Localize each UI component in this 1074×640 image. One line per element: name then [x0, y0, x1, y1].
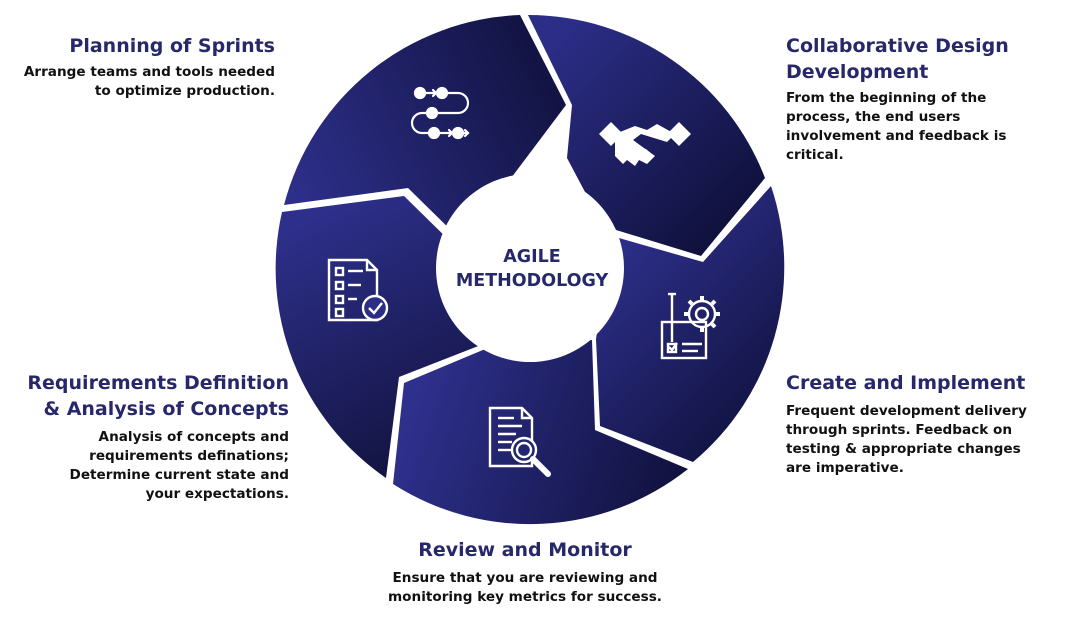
stage-title-line: Collaborative Design: [786, 35, 1009, 57]
stage-description-line: involvement and feedback is: [786, 128, 1007, 144]
stage-description-line: Analysis of concepts and: [98, 429, 289, 445]
stage-description-line: monitoring key metrics for success.: [388, 589, 662, 605]
stage-description-line: Ensure that you are reviewing and: [392, 570, 658, 586]
stage-design: Collaborative Design Development From th…: [786, 33, 1009, 165]
gear-blueprint-icon: [660, 292, 720, 360]
handshake-icon: [599, 122, 691, 166]
center-title-line1: AGILE: [503, 247, 561, 267]
stage-description-line: Determine current state and: [69, 467, 289, 483]
stage-description-line: to optimize production.: [94, 83, 275, 99]
checklist-icon: [327, 258, 389, 322]
workflow-icon: [410, 86, 470, 140]
stage-description-line: your expectations.: [145, 486, 289, 502]
stage-description-line: requirements definations;: [89, 448, 289, 464]
center-title-line2: METHODOLOGY: [456, 271, 609, 291]
stage-planning: Planning of Sprints Arrange teams and to…: [24, 33, 275, 101]
stage-title: Create and Implement: [786, 372, 1026, 394]
center-hub: [436, 174, 624, 362]
segment-review: [393, 340, 688, 525]
segment-implement: [596, 186, 785, 462]
stage-title-line: & Analysis of Concepts: [43, 398, 289, 420]
stage-description-line: through sprints. Feedback on: [786, 422, 1013, 438]
stage-title-line: Requirements Definition: [27, 372, 289, 394]
document-search-icon: [488, 406, 551, 477]
stage-description-line: Frequent development delivery: [786, 403, 1027, 419]
stage-description-line: testing & appropriate changes: [786, 441, 1021, 457]
stage-title-line: Development: [786, 61, 929, 83]
stage-review: Review and Monitor Ensure that you are r…: [330, 537, 720, 607]
stage-implement: Create and Implement Frequent developmen…: [786, 370, 1027, 478]
stage-requirements: Requirements Definition & Analysis of Co…: [27, 370, 289, 504]
stage-description-line: Arrange teams and tools needed: [23, 64, 275, 80]
stage-description-line: From the beginning of the: [786, 90, 987, 106]
stage-title: Planning of Sprints: [69, 35, 275, 57]
stage-description-line: are imperative.: [786, 460, 904, 476]
stage-title: Review and Monitor: [418, 539, 632, 561]
stage-description-line: process, the end users: [786, 109, 961, 125]
stage-description-line: critical.: [786, 147, 844, 163]
